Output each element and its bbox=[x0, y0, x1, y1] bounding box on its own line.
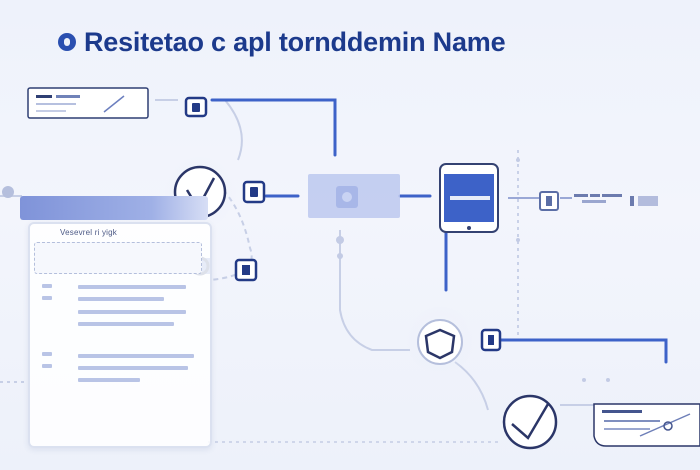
list-bullet bbox=[42, 364, 52, 368]
list-item-line bbox=[78, 310, 186, 314]
list-bullet bbox=[42, 296, 52, 300]
lock-icon bbox=[539, 191, 559, 211]
document-icon bbox=[27, 87, 149, 119]
document-icon bbox=[593, 403, 700, 447]
panel-list bbox=[42, 284, 194, 382]
checkmark-node-icon bbox=[502, 394, 558, 450]
central-card bbox=[308, 174, 400, 218]
panel-header-bar bbox=[20, 196, 208, 220]
panel-caption: Vesevrel ri yigk bbox=[60, 228, 117, 237]
list-item-line bbox=[78, 354, 194, 358]
circle-icon bbox=[58, 33, 76, 51]
lock-icon bbox=[242, 180, 266, 204]
phone-device-icon bbox=[439, 163, 499, 233]
page-title: Resitetao c apl tornddemin Name bbox=[58, 22, 506, 62]
lock-icon bbox=[184, 96, 208, 118]
decorative-dots bbox=[2, 158, 610, 382]
list-item-line bbox=[78, 285, 186, 289]
page-title-text: Resitetao c apl tornddemin Name bbox=[84, 26, 506, 57]
list-item-line bbox=[78, 297, 164, 301]
list-item-line bbox=[78, 378, 140, 382]
list-bullet bbox=[42, 352, 52, 356]
status-readout bbox=[574, 194, 658, 206]
list-item-line bbox=[78, 322, 174, 326]
list-bullet bbox=[42, 284, 52, 288]
shield-node-icon bbox=[406, 306, 474, 374]
panel-search-field[interactable] bbox=[34, 242, 202, 274]
lock-icon bbox=[480, 328, 502, 352]
list-item-line bbox=[78, 366, 188, 370]
